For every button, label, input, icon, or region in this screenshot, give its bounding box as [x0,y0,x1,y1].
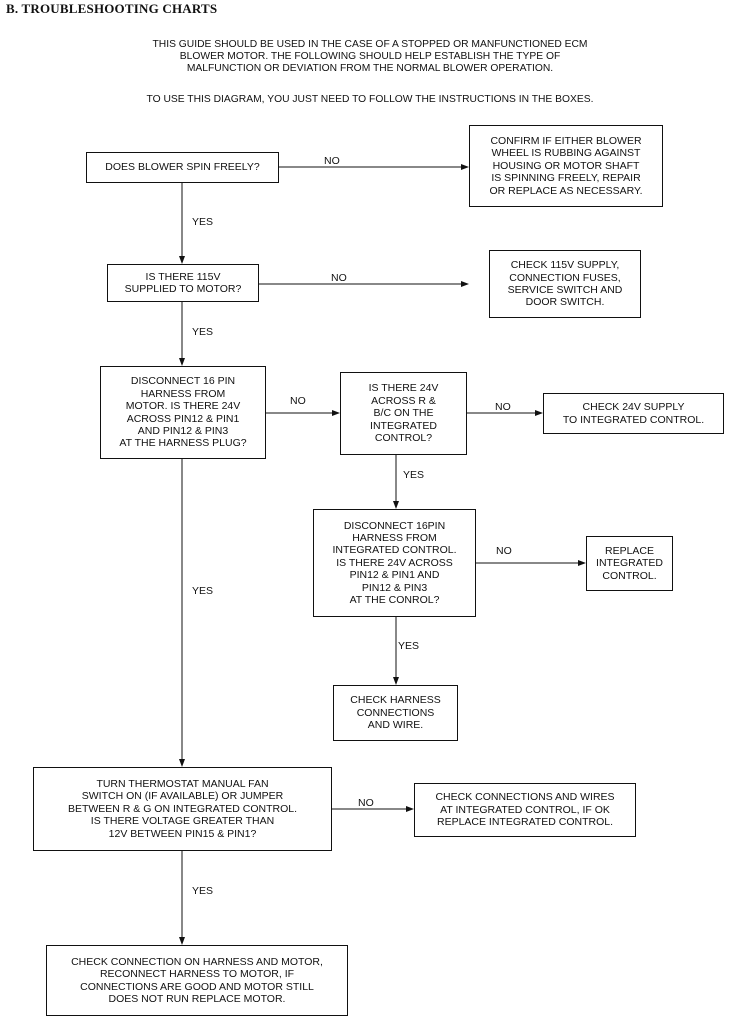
box-line: DOES BLOWER SPIN FREELY? [105,161,260,174]
box-line: MOTOR. IS THERE 24V [125,400,241,413]
question-thermostat-voltage: TURN THERMOSTAT MANUAL FAN SWITCH ON (IF… [33,767,332,851]
box-line: AT THE CONROL? [349,594,440,607]
question-115v-supply: IS THERE 115V SUPPLIED TO MOTOR? [107,264,259,302]
box-line: CONTROL? [374,432,433,445]
arrowhead [179,358,185,366]
box-line: INTEGRATED [596,557,663,570]
box-line: CONNECTION FUSES, [509,271,621,284]
box-line: AT THE HARNESS PLUG? [119,437,247,450]
intro-line: BLOWER MOTOR. THE FOLLOWING SHOULD HELP … [179,51,561,62]
action-replace-integrated-control: REPLACE INTEGRATED CONTROL. [586,536,673,591]
box-line: DISCONNECT 16 PIN [130,375,236,388]
question-24v-r-bc: IS THERE 24V ACROSS R & B/C ON THE INTEG… [340,372,467,455]
section-title: B. TROUBLESHOOTING CHARTS [6,1,218,16]
box-line: TURN THERMOSTAT MANUAL FAN [96,777,269,790]
box-line: 12V BETWEEN PIN15 & PIN1? [108,827,257,840]
box-line: BETWEEN R & G ON INTEGRATED CONTROL. [67,802,298,815]
edge-label-yes: YES [398,640,420,652]
box-line: IS THERE VOLTAGE GREATER THAN [90,815,275,828]
arrowhead [406,806,414,812]
arrowhead [393,677,399,685]
box-line: AND WIRE. [367,719,424,732]
edge-label-no: NO [496,545,512,557]
intro-paragraph-1: THIS GUIDE SHOULD BE USED IN THE CASE OF… [70,39,670,75]
box-line: SWITCH ON (IF AVAILABLE) OR JUMPER [81,790,284,803]
box-line: CONTROL. [602,569,657,582]
edge-label-no: NO [358,797,374,809]
box-line: SERVICE SWITCH AND [507,284,623,296]
box-line: ACROSS PIN12 & PIN1 [126,412,240,425]
box-line: CHECK HARNESS [350,694,441,707]
box-line: CONFIRM IF EITHER BLOWER [490,134,642,147]
edge-label-no: NO [331,272,347,284]
box-line: IS SPINNING FREELY, REPAIR [491,172,641,185]
action-check-115v: CHECK 115V SUPPLY, CONNECTION FUSES, SER… [489,250,641,318]
box-line: DOES NOT RUN REPLACE MOTOR. [108,992,286,1005]
action-check-rubbing: CONFIRM IF EITHER BLOWER WHEEL IS RUBBIN… [469,125,663,207]
arrowhead [535,410,543,416]
edge-label-yes: YES [192,216,214,228]
action-check-24v-supply: CHECK 24V SUPPLY TO INTEGRATED CONTROL. [543,393,724,434]
action-check-harness: CHECK HARNESS CONNECTIONS AND WIRE. [333,685,458,741]
edge-label-yes: YES [192,326,214,338]
question-control-24v: DISCONNECT 16PIN HARNESS FROM INTEGRATED… [313,509,476,617]
edge-label-yes: YES [192,885,214,897]
intro-line: MALFUNCTION OR DEVIATION FROM THE NORMAL… [186,63,554,74]
action-replace-motor: CHECK CONNECTION ON HARNESS AND MOTOR, R… [46,945,348,1016]
box-line: OR REPLACE AS NECESSARY. [489,184,643,197]
arrowhead [578,560,586,566]
box-line: CHECK CONNECTION ON HARNESS AND MOTOR, [71,955,323,968]
box-line: PIN12 & PIN3 [361,581,428,594]
intro-paragraph-2: TO USE THIS DIAGRAM, YOU JUST NEED TO FO… [146,94,594,105]
box-line: HOUSING OR MOTOR SHAFT [492,159,640,172]
intro-line: THIS GUIDE SHOULD BE USED IN THE CASE OF… [152,39,588,50]
action-check-connections-wires: CHECK CONNECTIONS AND WIRES AT INTEGRATE… [414,783,636,837]
box-line: ACROSS R & [371,394,436,407]
box-line: RECONNECT HARNESS TO MOTOR, IF [99,968,295,981]
box-line: CHECK 115V SUPPLY, [510,259,620,272]
edge-label-no: NO [495,401,511,413]
question-harness-24v: DISCONNECT 16 PIN HARNESS FROM MOTOR. IS… [100,366,266,459]
box-line: DISCONNECT 16PIN [343,519,446,532]
box-line: REPLACE INTEGRATED CONTROL. [437,816,613,829]
edge-label-no: NO [290,395,306,407]
edge-label-no: NO [324,155,340,167]
box-line: IS THERE 24V [368,382,439,395]
arrowhead [461,164,469,170]
box-line: CONNECTIONS [356,706,435,719]
box-line: DOOR SWITCH. [525,296,605,309]
box-line: CHECK 24V SUPPLY [582,401,685,414]
box-line: CONNECTIONS ARE GOOD AND MOTOR STILL [80,980,314,993]
arrowhead [461,281,469,287]
box-line: AND PIN12 & PIN3 [137,424,229,437]
edge-label-yes: YES [192,585,214,597]
box-line: PIN12 & PIN1 AND [349,569,440,582]
box-line: IS THERE 115V [145,270,221,283]
arrowhead [179,759,185,767]
box-line: IS THERE 24V ACROSS [336,556,453,569]
box-line: CHECK CONNECTIONS AND WIRES [435,791,615,804]
box-line: TO INTEGRATED CONTROL. [562,413,705,426]
arrowhead [179,256,185,264]
box-line: SUPPLIED TO MOTOR? [124,283,242,295]
question-blower-spin: DOES BLOWER SPIN FREELY? [86,152,279,183]
edge-label-yes: YES [403,469,425,481]
box-line: WHEEL IS RUBBING AGAINST [491,147,641,160]
box-line: INTEGRATED CONTROL. [332,544,457,557]
box-line: AT INTEGRATED CONTROL, IF OK [440,803,610,816]
box-line: B/C ON THE [373,407,434,420]
arrowhead [332,410,340,416]
box-line: REPLACE [604,544,655,557]
box-line: HARNESS FROM [140,387,226,400]
box-line: HARNESS FROM [352,531,437,544]
arrowhead [393,501,399,509]
arrowhead [179,937,185,945]
box-line: INTEGRATED [370,419,437,432]
